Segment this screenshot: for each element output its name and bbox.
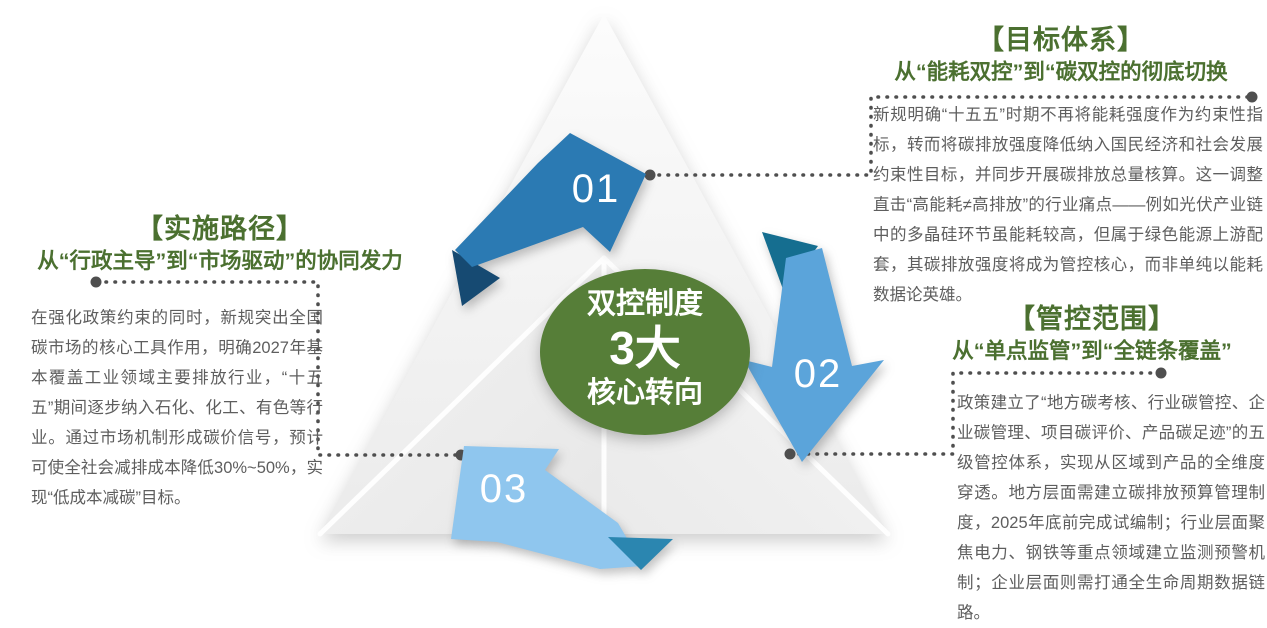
step-number-3: 03 bbox=[479, 467, 529, 511]
arrow-step2-body bbox=[744, 248, 884, 462]
step-number-2: 02 bbox=[793, 352, 843, 396]
connector-endpoint-dots bbox=[90, 91, 1258, 461]
connector-step2 bbox=[788, 371, 1158, 456]
arrow-step3-fold bbox=[608, 537, 673, 570]
arrow-step3-body bbox=[451, 446, 643, 569]
section-target-subtitle: 从“能耗双控”到“碳双控的彻底切换 bbox=[894, 60, 1228, 84]
section-scope-title: 【管控范围】 bbox=[1008, 304, 1176, 334]
circle-line3: 核心转向 bbox=[586, 377, 703, 409]
connector-step1 bbox=[648, 95, 1250, 177]
arrow-step2 bbox=[744, 232, 884, 462]
cycle-diagram-graphic bbox=[90, 14, 1258, 570]
arrow-step3 bbox=[451, 446, 673, 570]
section-scope-header: 【管控范围】 从“单点监管”到“全链条覆盖” bbox=[918, 303, 1266, 365]
step-number-1: 01 bbox=[571, 167, 621, 211]
arrow-step1-fold bbox=[452, 250, 500, 306]
section-path-header: 【实施路径】 从“行政主导”到“市场驱动”的协同发力 bbox=[4, 213, 436, 275]
dotted-connectors bbox=[95, 95, 1250, 457]
section-target-header: 【目标体系】 从“能耗双控”到“碳双控的彻底切换 bbox=[858, 24, 1264, 86]
circle-line2: 3大 bbox=[609, 322, 681, 374]
arrow-step1-body bbox=[455, 133, 646, 267]
section-scope-body: 政策建立了“地方碳考核、行业碳管控、企业碳管理、项目碳评价、产品碳足迹”的五级管… bbox=[957, 394, 1265, 622]
section-target-body: 新规明确“十五五”时期不再将能耗强度作为约束性指标，转而将碳排放强度降低纳入国民… bbox=[873, 106, 1263, 304]
circle-line1: 双控制度 bbox=[586, 288, 703, 320]
center-circle-text: 双控制度 3大 核心转向 bbox=[545, 286, 745, 412]
section-path-title: 【实施路径】 bbox=[136, 214, 304, 244]
center-circle bbox=[540, 269, 750, 435]
arrow-step1 bbox=[452, 133, 646, 306]
section-target-title: 【目标体系】 bbox=[977, 25, 1145, 55]
infographic-canvas: 双控制度 3大 核心转向 01 02 03 【目标体系】 从“能耗双控”到“碳双… bbox=[4, 14, 1266, 622]
connector-step3 bbox=[95, 280, 458, 457]
section-path-subtitle: 从“行政主导”到“市场驱动”的协同发力 bbox=[37, 249, 403, 273]
section-scope-subtitle: 从“单点监管”到“全链条覆盖” bbox=[952, 339, 1232, 363]
section-path-body: 在强化政策约束的同时，新规突出全国碳市场的核心工具作用，明确2027年基本覆盖工… bbox=[31, 309, 323, 507]
